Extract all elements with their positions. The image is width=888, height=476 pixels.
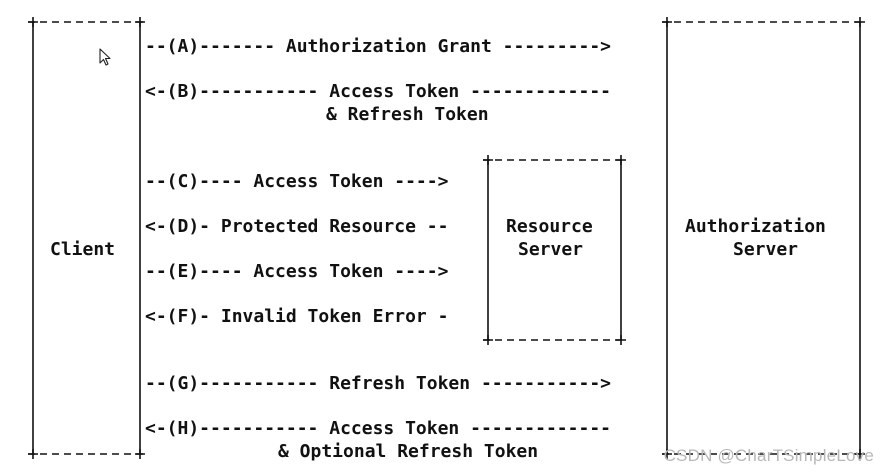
flow-d-label: <-(D)- Protected Resource --: [145, 216, 449, 237]
resource-server-label-2: Server: [518, 239, 584, 260]
flow-h-label: <-(H)----------- Access Token ----------…: [145, 418, 611, 439]
resource-server-label-1: Resource: [506, 216, 593, 237]
corner-markers: [28, 17, 865, 459]
mouse-cursor-icon: [99, 48, 111, 66]
flow-a-label: --(A)------- Authorization Grant -------…: [145, 36, 611, 57]
flow-h-sub-label: & Optional Refresh Token: [278, 441, 539, 462]
client-box: [28, 21, 145, 455]
flow-e-label: --(E)---- Access Token ---->: [145, 261, 449, 282]
resource-server-box: [483, 159, 626, 341]
authorization-server-label-2: Server: [733, 239, 799, 260]
watermark: CSDN @CharTSimpleLove: [663, 446, 874, 465]
authorization-server-box: [662, 21, 865, 455]
client-label: Client: [50, 239, 116, 260]
flow-b-sub-label: & Refresh Token: [326, 104, 489, 125]
flow-g-label: --(G)----------- Refresh Token ---------…: [145, 373, 611, 394]
flow-b-label: <-(B)----------- Access Token ----------…: [145, 81, 611, 102]
flow-c-label: --(C)---- Access Token ---->: [145, 171, 449, 192]
flow-f-label: <-(F)- Invalid Token Error -: [145, 306, 449, 327]
authorization-server-label-1: Authorization: [685, 216, 826, 237]
